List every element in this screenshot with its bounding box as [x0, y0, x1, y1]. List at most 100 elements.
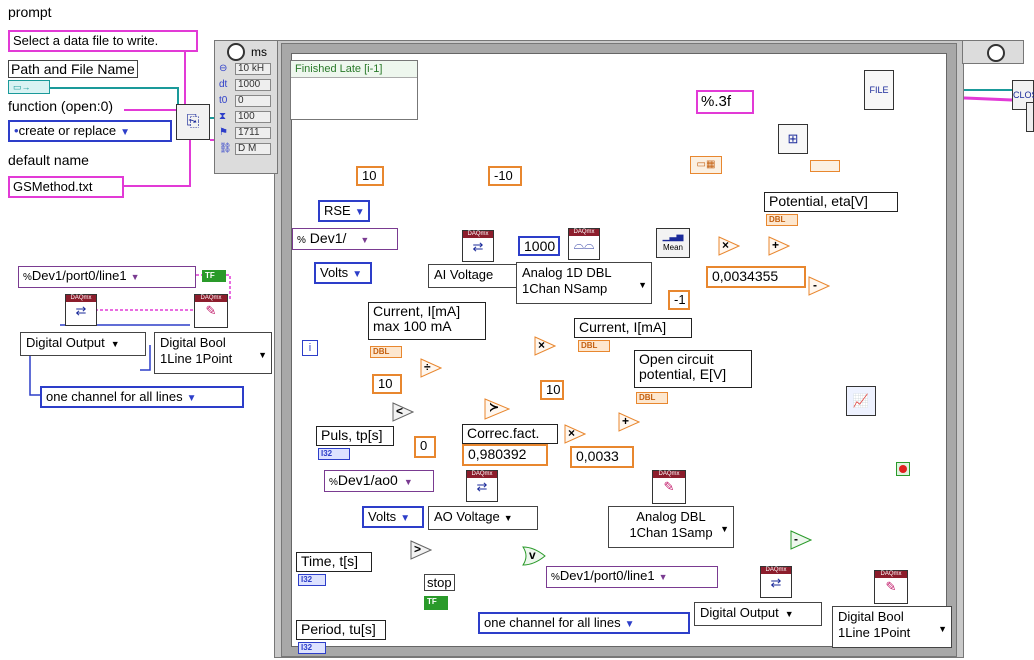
potential-indicator[interactable]: DBL	[766, 214, 798, 226]
timing-row[interactable]: ⊖10 kH	[219, 63, 277, 75]
add-node-2[interactable]: +	[618, 412, 640, 432]
samples-constant[interactable]: 1000	[518, 236, 560, 256]
daqmx-create-channel-vi[interactable]: DAQmx⇄	[65, 294, 97, 326]
subtract-node[interactable]: -	[808, 276, 830, 296]
error-handler-vi[interactable]	[1026, 102, 1034, 132]
timed-loop-frame[interactable]	[282, 44, 956, 656]
daqmx-write-vi[interactable]: DAQmx✎	[194, 294, 228, 328]
units-ring[interactable]: Volts▼	[314, 262, 372, 284]
dropdown-arrow-icon: ▼	[403, 477, 413, 487]
digital-channel-constant[interactable]: %Dev1/port0/line1▼	[18, 266, 196, 288]
or-node[interactable]: v	[522, 546, 546, 566]
dropdown-arrow-icon: ▼	[784, 609, 794, 619]
ao-voltage-ring[interactable]: AO Voltage▼	[428, 506, 538, 530]
daqmx-create-ao-vi[interactable]: DAQmx⇄	[466, 470, 498, 502]
function-ring[interactable]: •create or replace▼	[8, 120, 172, 142]
const-10-a[interactable]: 10	[372, 374, 402, 394]
ao-channel-constant[interactable]: %Dev1/ao0▼	[324, 470, 434, 492]
digital-bool-polymorphic-2[interactable]: Digital Bool 1Line 1Point ▼	[832, 606, 952, 648]
stop-button-indicator[interactable]	[896, 462, 910, 476]
puls-control[interactable]: I32	[318, 448, 350, 460]
timing-row-value: 1000	[235, 79, 271, 91]
neg-one-constant[interactable]: -1	[668, 290, 690, 310]
array-to-spreadsheet-vi[interactable]: ⊞	[778, 124, 808, 154]
prompt-constant[interactable]: Select a data file to write.	[8, 30, 198, 52]
units-value: Volts	[320, 265, 349, 280]
less-than-node[interactable]: <	[392, 402, 414, 422]
waveform-chart-indicator[interactable]: 📈	[846, 386, 876, 416]
correc-constant[interactable]: 0,980392	[462, 444, 548, 466]
multiply-node-2[interactable]: ×	[534, 336, 556, 356]
const-10-b[interactable]: 10	[540, 380, 564, 400]
time-control[interactable]: I32	[298, 574, 326, 586]
mean-vi[interactable]: ▁▃▅ Mean	[656, 228, 690, 258]
const-zero[interactable]: 0	[414, 436, 436, 458]
offset-constant[interactable]: 0,0034355	[706, 266, 806, 288]
dropdown-arrow-icon: ▼	[503, 513, 513, 523]
close-file-icon: CLOSE	[1013, 90, 1034, 100]
build-array-node-2[interactable]	[810, 160, 840, 172]
small-constant[interactable]: 0,0033	[570, 446, 634, 468]
finished-late-node[interactable]: Finished Late [i-1]	[290, 60, 418, 120]
dropdown-arrow-icon: ▼	[658, 572, 668, 582]
format-string-constant[interactable]: %.3f	[696, 90, 754, 114]
build-array-node[interactable]: ▭▦	[690, 156, 722, 174]
daqmx-write-do-vi[interactable]: DAQmx✎	[874, 570, 908, 604]
minus-icon: -	[813, 278, 817, 292]
digital-channel-constant-2[interactable]: %Dev1/port0/line1▼	[546, 566, 718, 588]
period-control[interactable]: I32	[298, 642, 326, 654]
current-indicator[interactable]: DBL	[578, 340, 610, 352]
daqmx-read-vi[interactable]: DAQmx⌓⌓	[568, 228, 600, 260]
current-control[interactable]: DBL	[370, 346, 402, 358]
daqmx-create-do-vi[interactable]: DAQmx⇄	[760, 566, 792, 598]
terminal-config-ring[interactable]: RSE▼	[318, 200, 370, 222]
ai-channel-constant[interactable]: % Dev1/▼	[292, 228, 398, 250]
analog-dbl-polymorphic[interactable]: Analog DBL 1Chan 1Samp ▼	[608, 506, 734, 548]
analog-1d-polymorphic[interactable]: Analog 1D DBL 1Chan NSamp ▼	[516, 262, 652, 304]
const-10-top[interactable]: 10	[356, 166, 384, 186]
line-grouping-ring-2[interactable]: one channel for all lines▼	[478, 612, 690, 634]
not-node[interactable]: -	[790, 530, 812, 550]
open-create-file-vi[interactable]: ⎘	[176, 104, 210, 140]
digital-bool-polymorphic[interactable]: Digital Bool 1Line 1Point ▼	[154, 332, 272, 374]
dropdown-arrow-icon: ▼	[354, 207, 365, 218]
timing-row[interactable]: ⚑1711	[219, 127, 277, 139]
write-to-file-vi[interactable]: FILE	[864, 70, 894, 110]
path-control[interactable]: ▭→	[8, 80, 50, 94]
timing-row[interactable]: ⧗100	[219, 111, 277, 123]
line-grouping-value: one channel for all lines	[46, 389, 183, 404]
digital-bool2-line2: 1Line 1Point	[838, 625, 911, 640]
ocp-control[interactable]: DBL	[636, 392, 668, 404]
const-neg10[interactable]: -10	[488, 166, 522, 186]
build-array-icon: ▭▦	[696, 159, 716, 170]
line-grouping-value-2: one channel for all lines	[484, 615, 621, 630]
ao-voltage-value: AO Voltage	[434, 509, 500, 524]
stop-control[interactable]: TF	[424, 596, 448, 610]
analog-dbl-line2: 1Chan 1Samp	[629, 525, 713, 540]
daqmx-write-ao-vi[interactable]: DAQmx✎	[652, 470, 686, 504]
select-node[interactable]: ≻	[484, 398, 510, 420]
units-ring-2[interactable]: Volts▼	[362, 506, 424, 528]
divide-node[interactable]: ÷	[420, 358, 442, 378]
greater-node[interactable]: >	[410, 540, 432, 560]
digital-output-ring-2[interactable]: Digital Output▼	[694, 602, 822, 626]
default-name-constant[interactable]: GSMethod.txt	[8, 176, 124, 198]
multiply-icon: ×	[568, 426, 576, 440]
timing-output-node[interactable]	[962, 40, 1024, 64]
timing-row[interactable]: ⛓D M	[219, 143, 277, 155]
add-node[interactable]: +	[768, 236, 790, 256]
multiply-node[interactable]: ×	[718, 236, 740, 256]
boolean-constant[interactable]: TF	[202, 270, 226, 282]
puls-label: Puls, tp[s]	[316, 426, 394, 446]
ai-voltage-label: AI Voltage	[428, 264, 518, 288]
dropdown-arrow-icon: ▼	[400, 513, 411, 524]
daqmx-create-ai-vi[interactable]: DAQmx⇄	[462, 230, 494, 262]
multiply-node-3[interactable]: ×	[564, 424, 586, 444]
create-channel-icon: ⇄	[770, 575, 782, 590]
digital-output-ring[interactable]: Digital Output▼	[20, 332, 146, 356]
digital-bool2-line1: Digital Bool	[838, 609, 904, 624]
line-grouping-ring[interactable]: one channel for all lines▼	[40, 386, 244, 408]
